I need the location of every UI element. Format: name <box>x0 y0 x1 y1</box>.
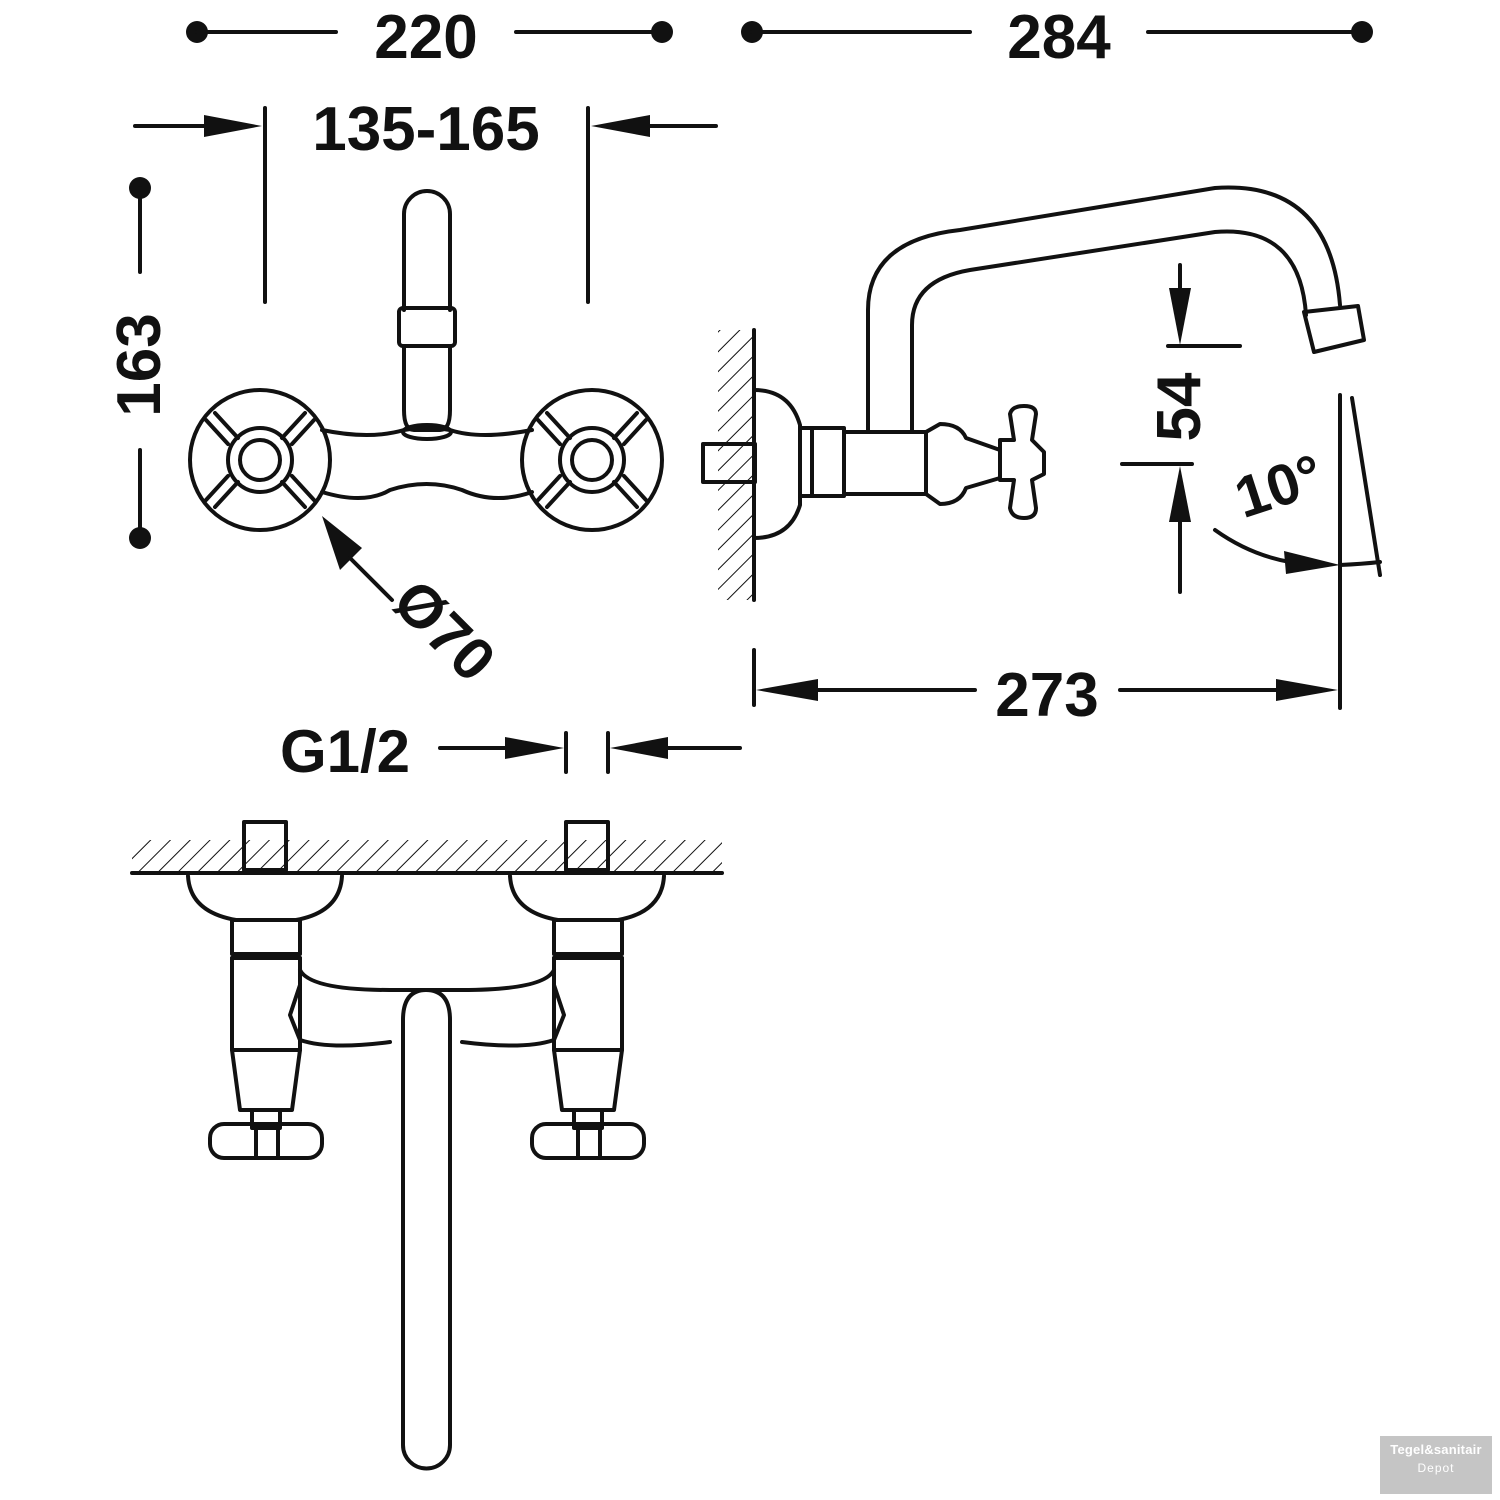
dimension-diameter-70: Ø70 <box>322 516 508 694</box>
dimension-thread: G1/2 <box>280 718 742 785</box>
dimension-273-label: 273 <box>995 661 1098 730</box>
dimension-220-label: 220 <box>374 3 477 72</box>
dimension-angle-10-label: 10° <box>1227 442 1331 531</box>
dimension-284: 284 <box>741 3 1373 72</box>
right-rosette <box>520 388 664 532</box>
dimension-54: 54 <box>1120 263 1242 594</box>
watermark-subbrand: Depot <box>1417 1461 1455 1475</box>
front-view <box>188 189 664 532</box>
dimension-thread-label: G1/2 <box>280 718 410 785</box>
dimension-220: 220 <box>186 3 673 72</box>
dimension-163-label: 163 <box>105 313 174 416</box>
side-view <box>701 185 1366 602</box>
dimension-163: 163 <box>105 177 174 549</box>
dimension-diameter-70-label: Ø70 <box>381 567 509 695</box>
dimension-angle-10: 10° <box>1213 393 1382 710</box>
watermark-logo: Tegel&sanitair Depot <box>1380 1436 1492 1494</box>
dimension-135-165-label: 135-165 <box>312 95 540 164</box>
left-rosette <box>188 388 332 532</box>
dimension-54-label: 54 <box>1145 372 1214 441</box>
top-view <box>130 820 724 1471</box>
dimension-284-label: 284 <box>1007 3 1111 72</box>
dimension-135-165: 135-165 <box>133 95 718 304</box>
dimension-273: 273 <box>752 648 1338 730</box>
watermark-brand: Tegel&sanitair <box>1390 1442 1482 1457</box>
